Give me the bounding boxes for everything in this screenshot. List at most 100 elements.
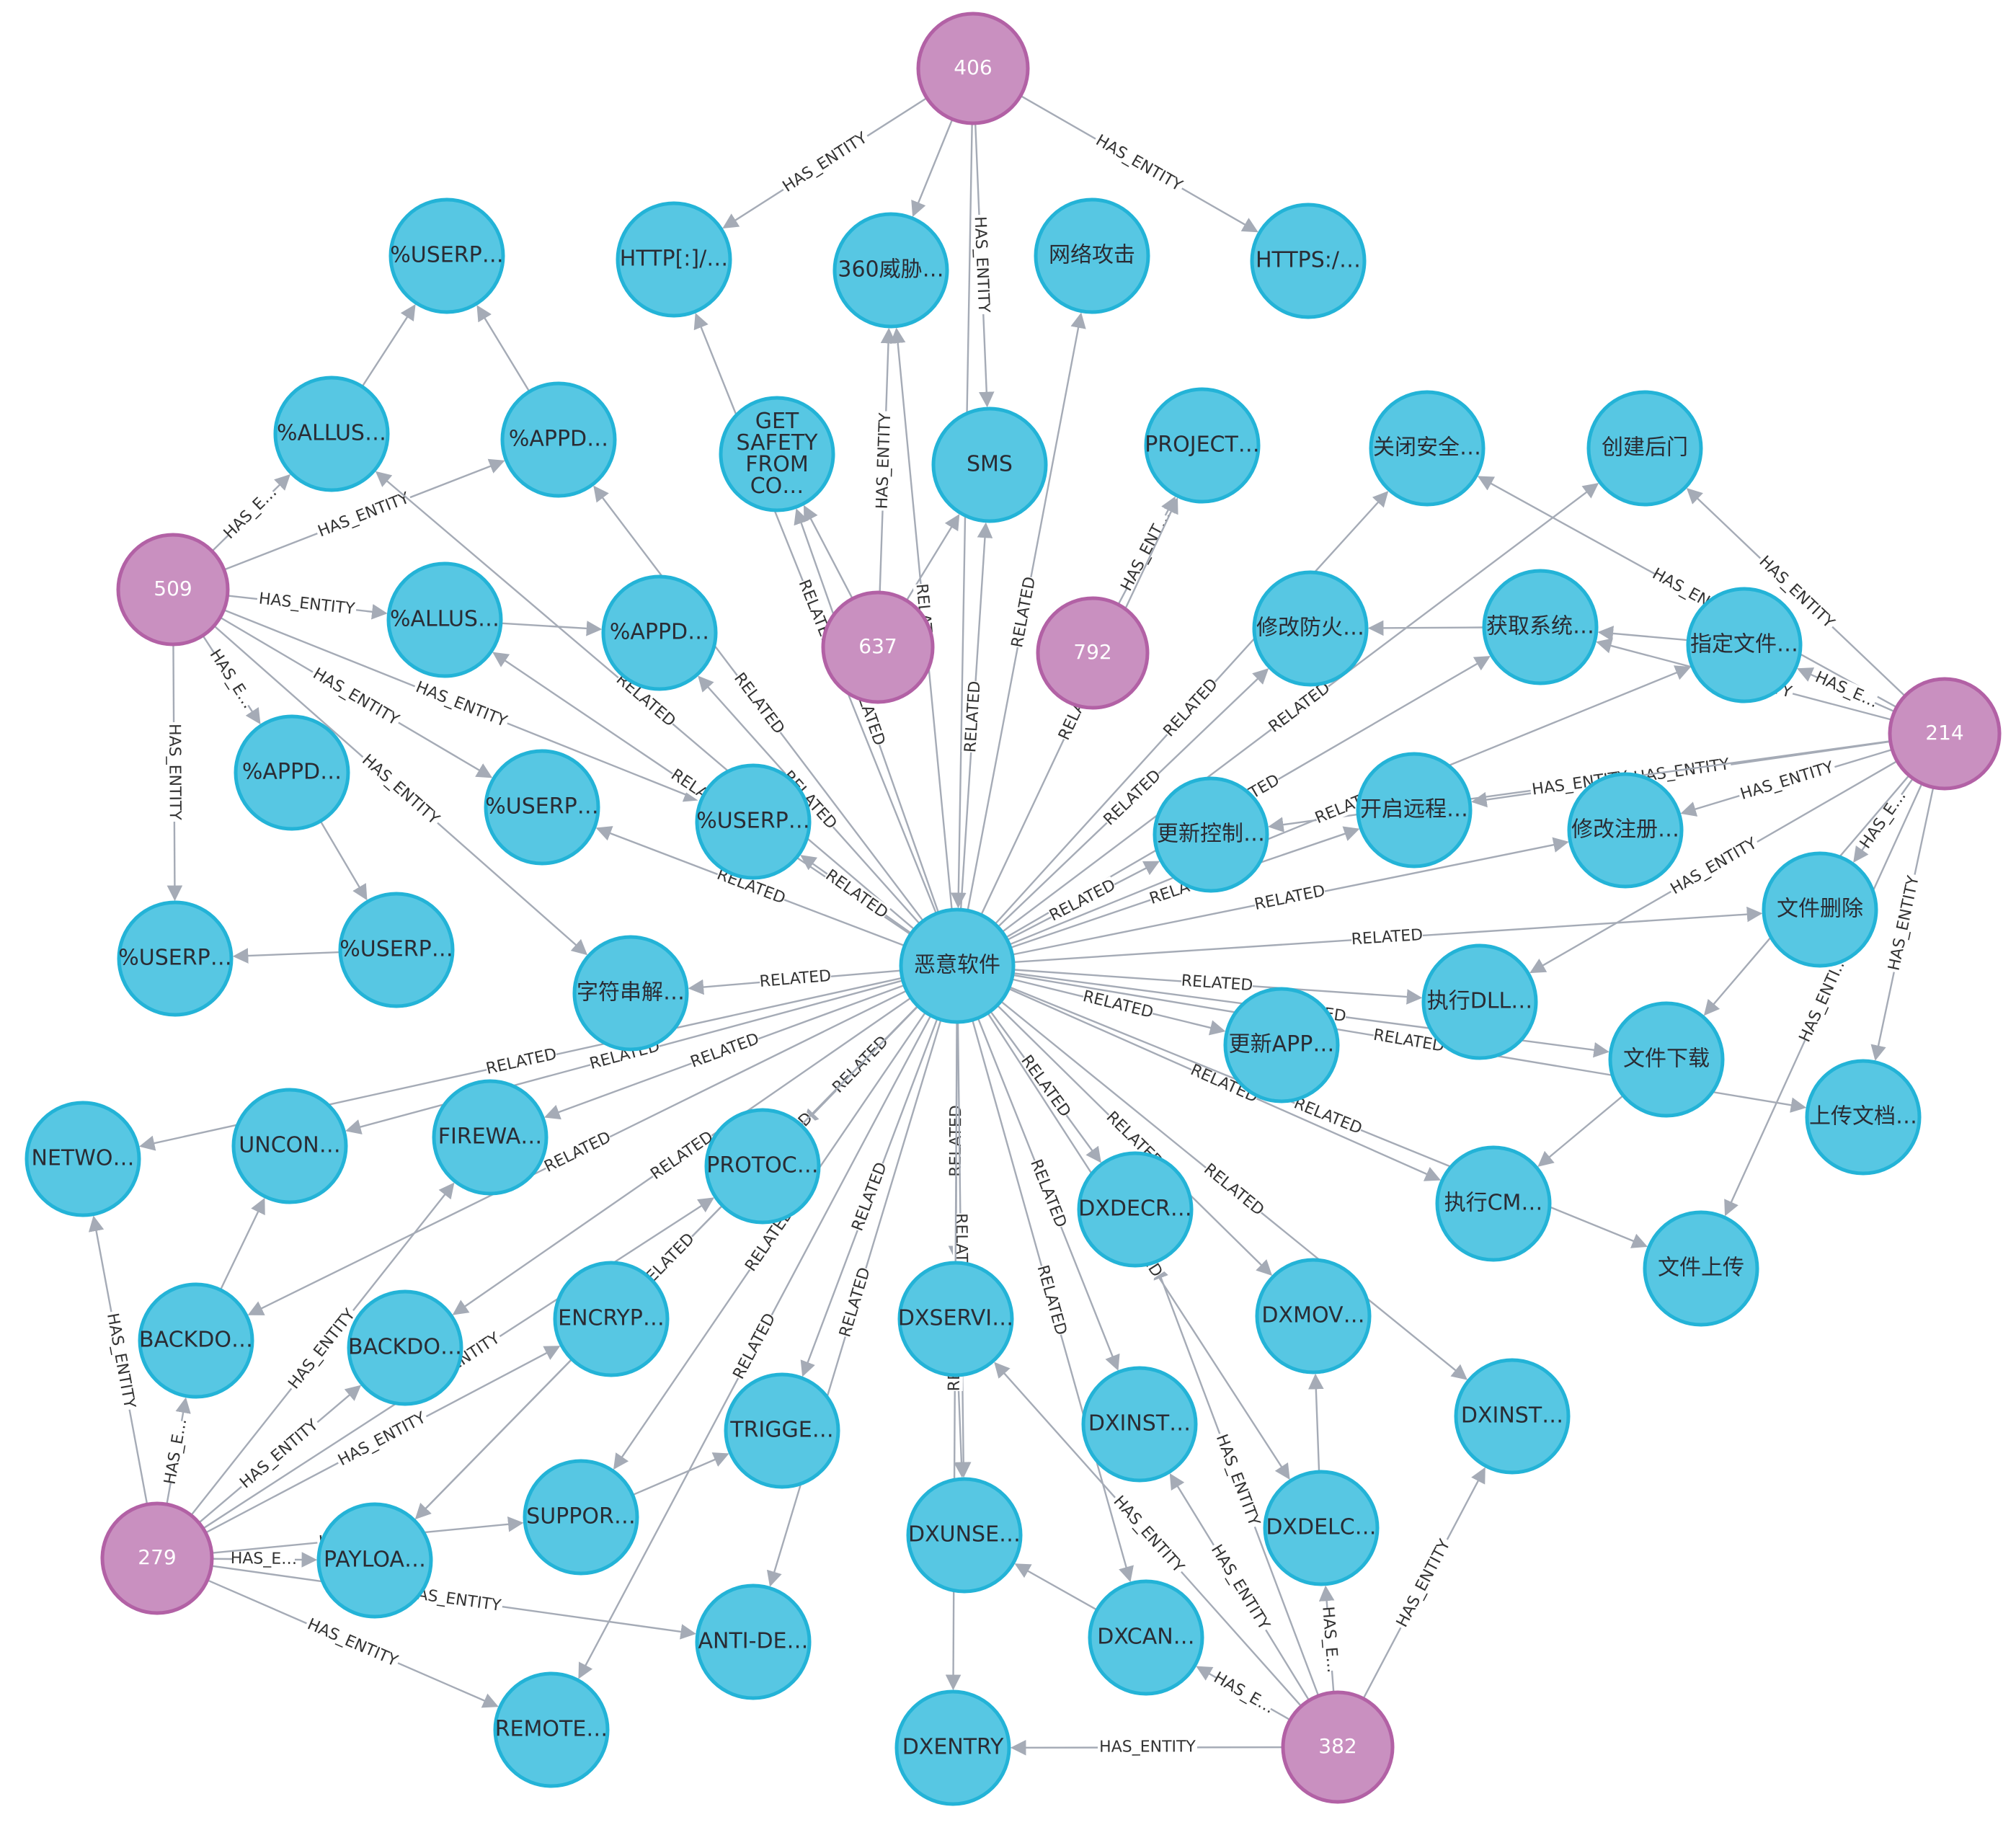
entity-node-updapp[interactable]: 更新APP…	[1223, 987, 1340, 1103]
edge-dxdelc-dxmov[interactable]	[1308, 1373, 1324, 1473]
edge-line[interactable]	[476, 305, 530, 392]
node-circle[interactable]	[1263, 1470, 1380, 1586]
entity-node-appd1[interactable]: %APPD…	[500, 381, 617, 498]
node-circle[interactable]	[1088, 1579, 1204, 1696]
edge-n279-payloa[interactable]: HAS_E…	[211, 1550, 318, 1568]
node-circle[interactable]	[386, 561, 503, 678]
edge-n279-network[interactable]: HAS_ENTITY	[88, 1215, 148, 1505]
node-circle[interactable]	[1077, 1151, 1194, 1268]
edge-line[interactable]	[803, 505, 853, 600]
node-circle[interactable]	[821, 590, 935, 704]
node-circle[interactable]	[1252, 570, 1369, 687]
entity-node-userp5[interactable]: %USERP…	[338, 892, 455, 1008]
hub-node-n214[interactable]: 214	[1888, 677, 2002, 791]
edge-getsys-modfw[interactable]	[1367, 620, 1485, 636]
entity-node-closesec[interactable]: 关闭安全…	[1369, 390, 1486, 507]
edge-n792-project[interactable]: HAS_ENT…	[1117, 496, 1176, 605]
node-circle[interactable]	[25, 1101, 141, 1217]
hub-node-n509[interactable]: 509	[116, 533, 230, 647]
edge-appd3-userp5[interactable]	[319, 820, 368, 901]
node-circle[interactable]	[1144, 387, 1261, 504]
edge-n637-threat360[interactable]: HAS_ENTITY	[873, 327, 897, 593]
node-circle[interactable]	[1036, 596, 1150, 710]
node-circle[interactable]	[906, 1477, 1023, 1594]
node-circle[interactable]	[493, 1671, 610, 1788]
node-circle[interactable]	[100, 1501, 214, 1615]
entity-node-fileup[interactable]: 文件上传	[1643, 1210, 1759, 1327]
edge-specfile-getsys[interactable]	[1597, 626, 1689, 641]
edge-n382-dxinst2[interactable]: HAS_ENTITY	[1362, 1467, 1486, 1700]
node-circle[interactable]	[484, 749, 600, 866]
edge-malware-userp3[interactable]: RELATED	[800, 855, 912, 934]
edge-n509-allus1[interactable]: HAS_E…	[211, 474, 291, 552]
edge-line[interactable]	[319, 820, 368, 901]
node-circle[interactable]	[523, 1459, 639, 1576]
edge-n382-dxcan[interactable]: HAS_E…	[1196, 1666, 1291, 1721]
entity-node-modreg[interactable]: 修改注册…	[1567, 772, 1684, 889]
node-circle[interactable]	[1586, 390, 1703, 507]
node-circle[interactable]	[1034, 197, 1150, 314]
node-circle[interactable]	[695, 1584, 812, 1700]
node-circle[interactable]	[1255, 1258, 1372, 1374]
node-circle[interactable]	[500, 381, 617, 498]
entity-node-appd2[interactable]: %APPD…	[601, 574, 718, 691]
entity-node-allus1[interactable]: %ALLUS…	[273, 376, 390, 492]
node-circle[interactable]	[899, 907, 1016, 1024]
edge-n637-getsafety[interactable]	[803, 505, 853, 600]
edge-n406-http[interactable]: HAS_ENTITY	[722, 97, 928, 229]
entity-node-specfile[interactable]: 指定文件…	[1686, 587, 1803, 703]
entity-node-antide[interactable]: ANTI-DE…	[695, 1584, 812, 1700]
node-circle[interactable]	[1454, 1358, 1571, 1475]
entity-node-filedel[interactable]: 文件删除	[1762, 851, 1878, 968]
edge-malware-getsafety[interactable]: RELATED	[794, 508, 940, 913]
node-circle[interactable]	[894, 1689, 1011, 1806]
edge-n214-filedel[interactable]: HAS_E…	[1853, 778, 1914, 863]
entity-node-firewa[interactable]: FIREWA…	[432, 1079, 549, 1196]
edge-malware-updctl[interactable]: RELATED	[1006, 861, 1160, 941]
node-circle[interactable]	[553, 1261, 670, 1377]
edge-n279-antide[interactable]: HAS_ENTITY	[211, 1565, 696, 1640]
edge-appd1-userp1[interactable]	[476, 305, 530, 392]
node-circle[interactable]	[572, 935, 689, 1052]
entity-node-allus2[interactable]: %ALLUS…	[386, 561, 503, 678]
entity-node-userp1[interactable]: %USERP…	[388, 197, 505, 314]
entity-node-uncon[interactable]: UNCON…	[231, 1088, 348, 1204]
hub-node-n382[interactable]: 382	[1281, 1690, 1395, 1804]
entity-node-userp2[interactable]: %USERP…	[484, 749, 600, 866]
entity-node-backdoor_cn[interactable]: 创建后门	[1586, 390, 1703, 507]
node-circle[interactable]	[832, 212, 949, 329]
entity-node-remote[interactable]: REMOTE…	[493, 1671, 610, 1788]
entity-node-dxdelc[interactable]: DXDELC…	[1263, 1470, 1380, 1586]
entity-node-dxentry[interactable]: DXENTRY	[894, 1689, 1011, 1806]
node-circle[interactable]	[273, 376, 390, 492]
entity-node-netattack[interactable]: 网络攻击	[1034, 197, 1150, 314]
edge-n279-backdo1[interactable]: HAS_E…	[161, 1397, 191, 1505]
entity-node-dxunse[interactable]: DXUNSE…	[906, 1477, 1023, 1594]
node-circle[interactable]	[231, 1088, 348, 1204]
entity-node-trigge[interactable]: TRIGGE…	[724, 1372, 840, 1489]
edge-malware-execdll[interactable]: RELATED	[1013, 969, 1423, 1005]
edge-backdo1-uncon[interactable]	[219, 1197, 265, 1291]
entity-node-appd3[interactable]: %APPD…	[234, 714, 350, 831]
edge-malware-filedel[interactable]: RELATED	[1013, 906, 1763, 964]
node-circle[interactable]	[432, 1079, 549, 1196]
node-circle[interactable]	[1482, 569, 1599, 685]
node-circle[interactable]	[704, 1108, 821, 1225]
node-circle[interactable]	[347, 1289, 463, 1406]
node-circle[interactable]	[1805, 1059, 1922, 1176]
node-circle[interactable]	[117, 900, 234, 1017]
entity-node-malware[interactable]: 恶意软件	[899, 907, 1016, 1024]
entity-node-encryp[interactable]: ENCRYP…	[553, 1261, 670, 1377]
edge-n214-specfile[interactable]: HAS_E…	[1797, 667, 1895, 713]
edge-n509-allus2[interactable]: HAS_ENTITY	[227, 590, 388, 620]
hub-node-n792[interactable]: 792	[1036, 596, 1150, 710]
node-circle[interactable]	[724, 1372, 840, 1489]
entity-node-http[interactable]: HTTP[:]/…	[616, 201, 732, 318]
edge-n382-dxdelc[interactable]: HAS_E…	[1318, 1585, 1341, 1693]
hub-node-n637[interactable]: 637	[821, 590, 935, 704]
edge-line[interactable]	[361, 304, 416, 388]
entity-node-protoc[interactable]: PROTOC…	[704, 1108, 821, 1225]
entity-node-dxdecr[interactable]: DXDECR…	[1077, 1151, 1194, 1268]
node-circle[interactable]	[1356, 752, 1473, 869]
